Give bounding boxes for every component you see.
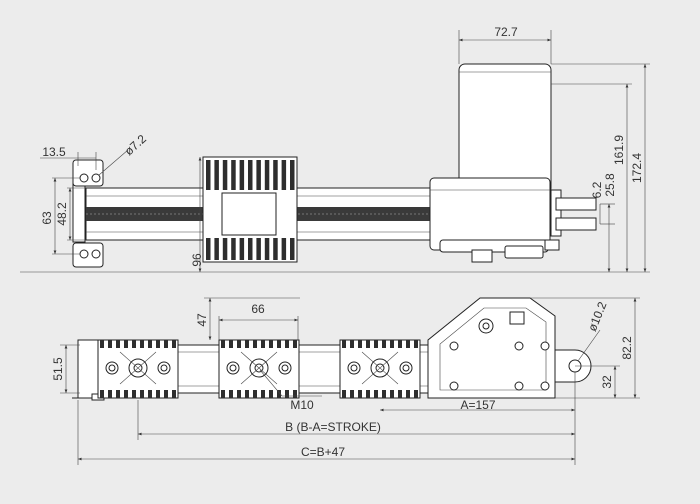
fin	[214, 238, 219, 260]
dim-rear-span: 63	[40, 211, 54, 225]
fin	[214, 160, 219, 190]
fin	[256, 160, 261, 190]
dim-a: A=157	[460, 398, 495, 412]
carriage-top	[202, 156, 298, 263]
fin	[273, 238, 278, 260]
dim-c: C=B+47	[301, 445, 345, 459]
rear-end-plate	[77, 339, 99, 399]
clamp	[339, 339, 421, 399]
dim-rear-offset: 13.5	[42, 145, 66, 159]
fin	[231, 238, 236, 260]
clamp	[97, 339, 179, 399]
rear-bracket	[72, 159, 104, 268]
dim-b: B (B-A=STROKE)	[285, 420, 381, 434]
dim-offset-25-8: 25.8	[603, 173, 617, 197]
fin	[290, 238, 295, 260]
fin	[206, 160, 211, 190]
dim-offset-6-2: 6.2	[590, 181, 604, 198]
dim-thread: M10	[290, 398, 314, 412]
fin	[239, 238, 245, 260]
gearbox-housing	[427, 297, 556, 399]
dim-clamp-length: 66	[251, 302, 265, 316]
fin	[281, 160, 287, 190]
front-eye	[554, 349, 592, 383]
dim-front-hole: ø10.2	[585, 299, 610, 333]
dim-height-overall: 172.4	[630, 153, 644, 183]
dim-height-motor: 161.9	[612, 135, 626, 165]
front-view: 66 47 51.5 82.2 32 ø10.2	[51, 297, 640, 465]
dim-front-height: 82.2	[620, 336, 634, 360]
clamp	[218, 339, 300, 399]
fin	[222, 160, 228, 190]
front-dimensions: 66 47 51.5 82.2 32 ø10.2	[51, 297, 640, 465]
fin	[264, 160, 270, 190]
fin	[248, 238, 253, 260]
dim-clamp-height-front: 47	[195, 313, 209, 327]
dim-profile-height: 51.5	[51, 357, 65, 381]
dim-front-center: 32	[600, 375, 614, 389]
top-dimensions: 72.7 172.4 161.9 25.8 6.2 13.5	[20, 25, 650, 273]
clamp-group	[97, 339, 421, 399]
fin	[281, 238, 287, 260]
motor-housing-top	[429, 63, 597, 263]
fin	[256, 238, 261, 260]
fin	[290, 160, 295, 190]
fin	[222, 238, 228, 260]
fin	[206, 238, 211, 260]
fin	[264, 238, 270, 260]
fin	[273, 160, 278, 190]
dim-profile-width: 48.2	[55, 202, 69, 226]
top-view: 72.7 172.4 161.9 25.8 6.2 13.5	[20, 25, 650, 273]
fin	[239, 160, 245, 190]
dim-motor-width: 72.7	[494, 25, 518, 39]
dim-clamp-height: 96	[190, 253, 204, 267]
fin	[231, 160, 236, 190]
fin	[248, 160, 253, 190]
dim-rear-hole: ø7.2	[122, 132, 149, 159]
